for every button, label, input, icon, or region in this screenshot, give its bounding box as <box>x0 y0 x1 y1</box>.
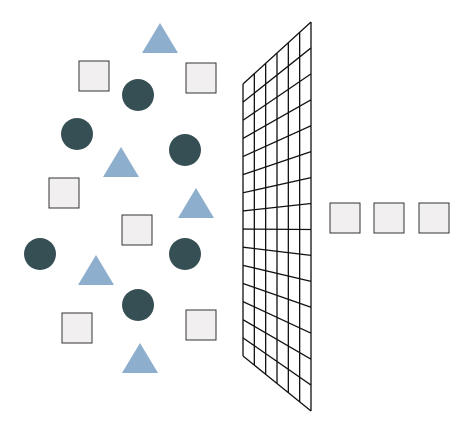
grid-horizontal-line <box>242 202 312 212</box>
grid-horizontal-line <box>242 246 312 257</box>
triangle-shape <box>178 188 214 218</box>
grid-horizontal-line <box>242 301 312 334</box>
grid-horizontal-line <box>242 151 312 176</box>
grid-horizontal-line <box>242 176 312 194</box>
square-shape <box>78 60 110 92</box>
mixed-shapes-group <box>24 23 217 373</box>
triangle-shape <box>103 147 139 177</box>
circle-shape <box>169 134 201 166</box>
circle-shape <box>122 79 154 111</box>
output-square <box>329 202 361 234</box>
circle-shape <box>169 238 201 270</box>
grid-horizontal-line <box>242 337 312 386</box>
square-shape <box>61 312 93 344</box>
triangle-shape <box>142 23 178 53</box>
grid-horizontal-line <box>242 264 312 282</box>
output-square <box>418 202 450 234</box>
output-square <box>373 202 405 234</box>
circle-shape <box>24 238 56 270</box>
triangle-shape <box>122 343 158 373</box>
square-shape <box>185 62 217 94</box>
grid-horizontal-line <box>242 125 312 158</box>
circle-shape <box>122 289 154 321</box>
grid-horizontal-line <box>242 282 312 308</box>
grid-horizontal-line <box>242 73 312 121</box>
circle-shape <box>61 118 93 150</box>
sieve-grid <box>242 21 312 412</box>
triangle-shape <box>78 255 114 285</box>
grid-horizontal-line <box>242 355 312 412</box>
square-shape <box>48 177 80 209</box>
grid-horizontal-line <box>242 21 312 85</box>
grid-horizontal-line <box>242 99 312 139</box>
grid-horizontal-line <box>242 319 312 360</box>
output-squares-group <box>329 202 450 234</box>
grid-horizontal-line <box>242 47 312 103</box>
square-shape <box>121 214 153 246</box>
square-shape <box>185 309 217 341</box>
